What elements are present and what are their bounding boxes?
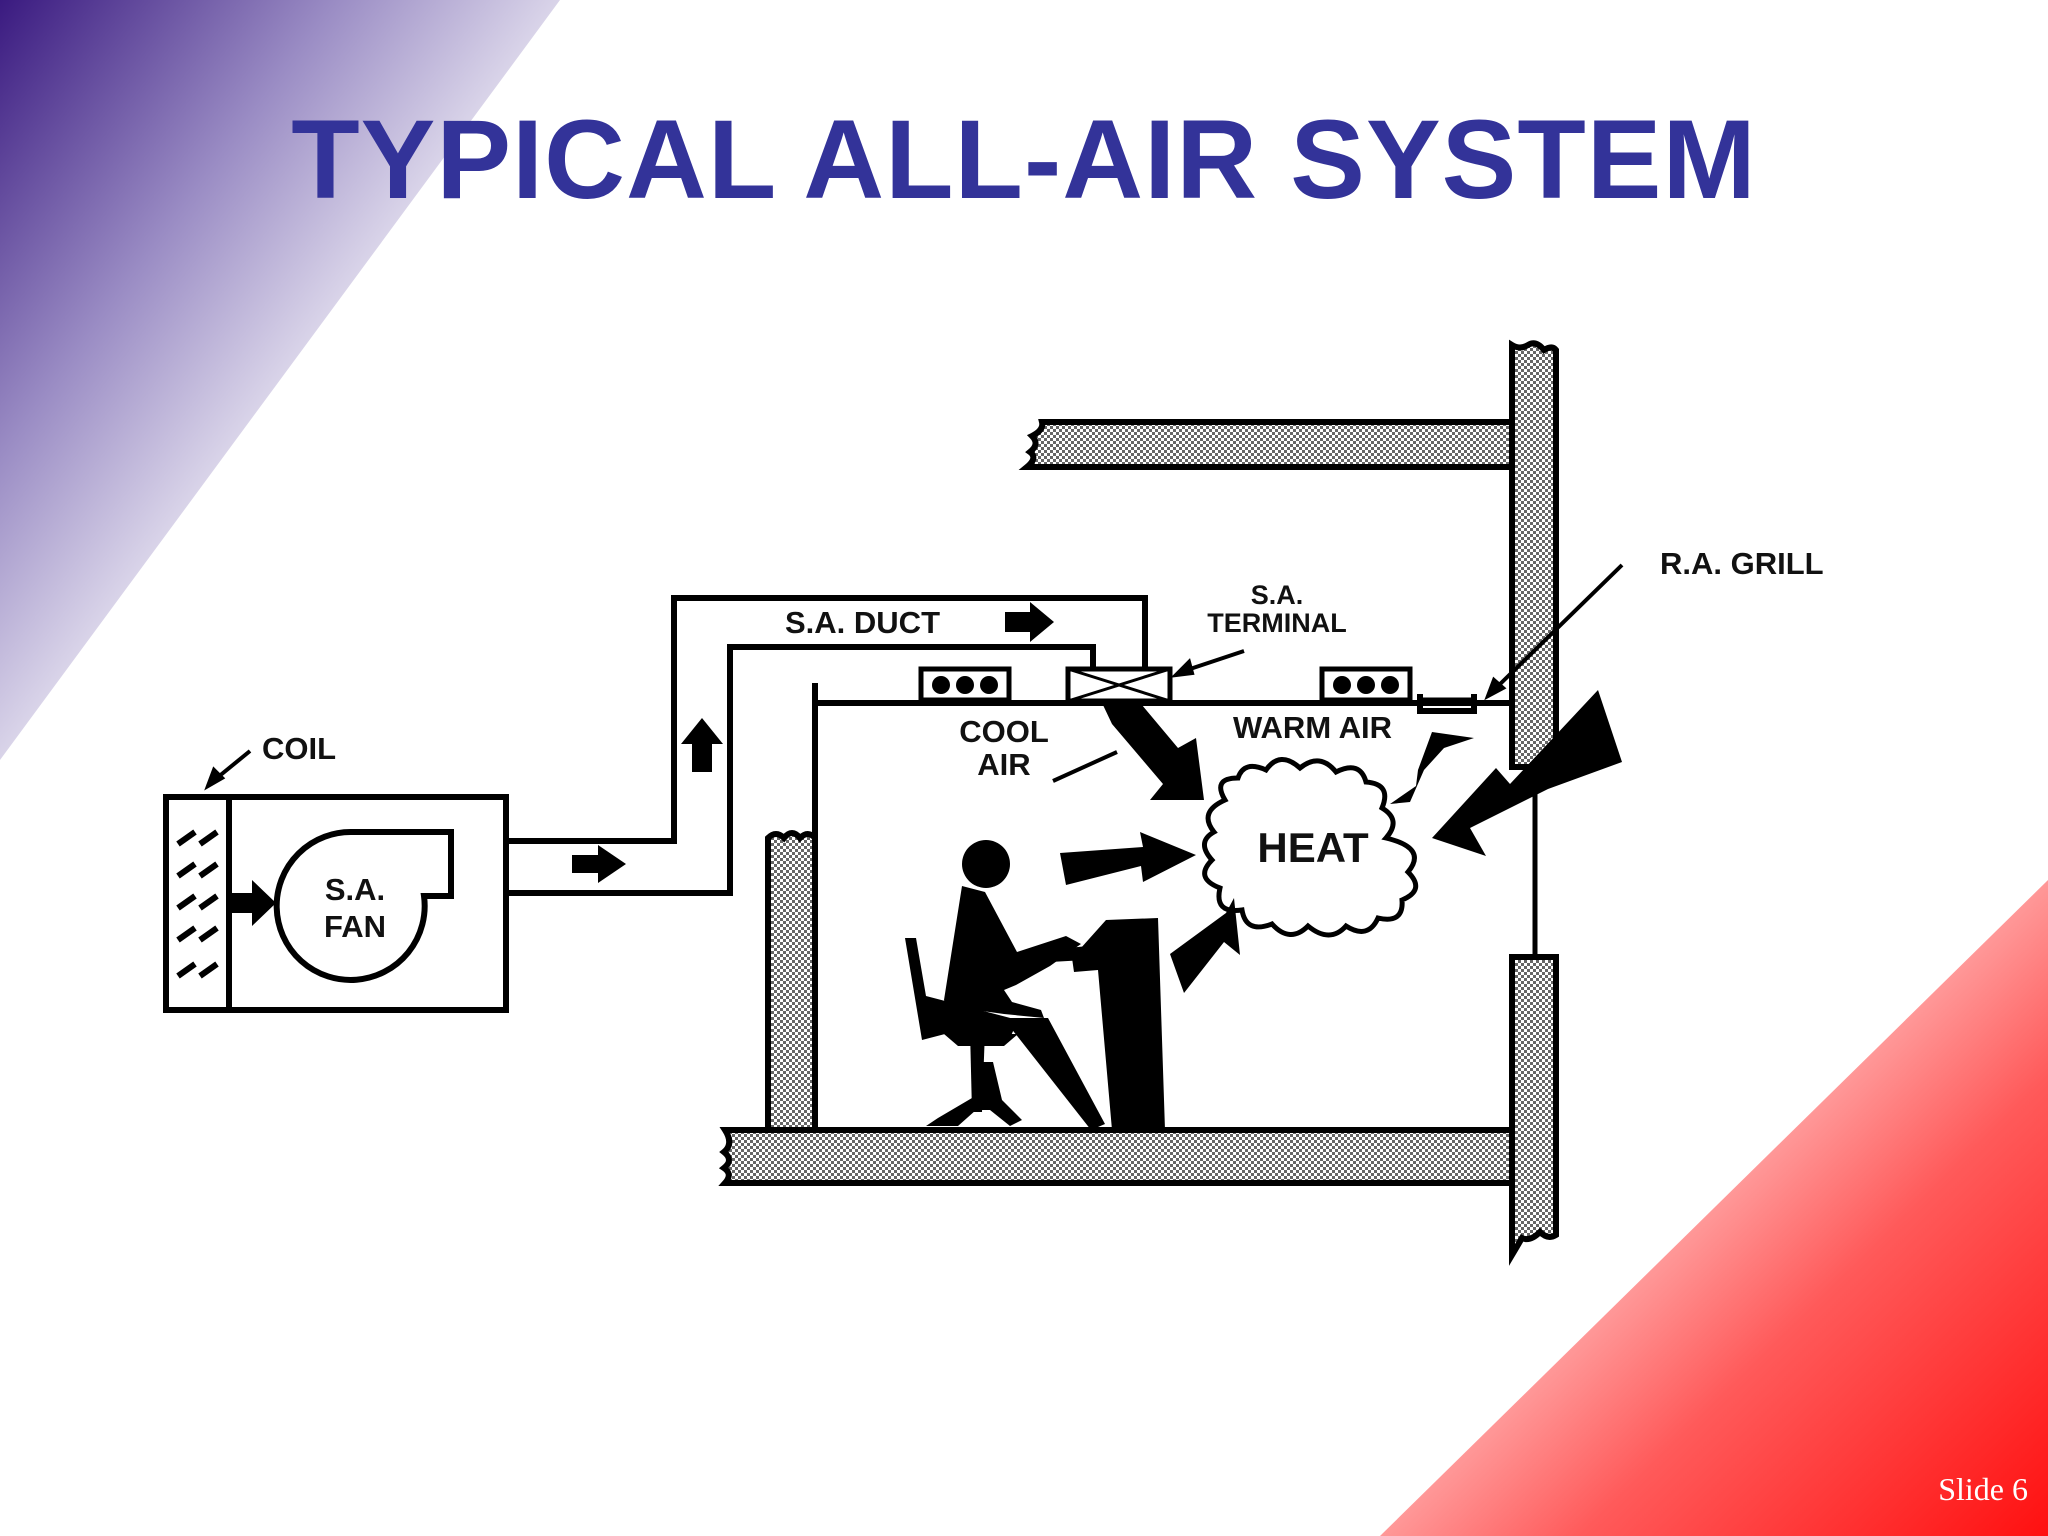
leader-lines (204, 563, 1624, 791)
cool-air-label-line1: COOL (959, 714, 1049, 749)
fan-label-line2: FAN (324, 909, 386, 944)
sa-terminal-label-line2: TERMINAL (1207, 608, 1346, 638)
fan-scroll (273, 828, 454, 983)
heat-cloud (1202, 757, 1419, 938)
occupant-figure (905, 840, 1105, 1130)
warm-air-label: WARM AIR (1233, 710, 1392, 745)
slide-title: TYPICAL ALL-AIR SYSTEM (291, 97, 1757, 222)
computer-desk (1048, 918, 1165, 1130)
duct-arrow-right (572, 845, 626, 883)
computer-heat-arrow (1170, 898, 1240, 993)
sa-terminal-label-line1: S.A. (1251, 580, 1304, 610)
duct-arrow-top (1005, 602, 1054, 642)
heat-arrows (1060, 690, 1622, 993)
warm-air-arrow (1390, 732, 1474, 804)
air-handling-unit (163, 794, 509, 1013)
cool-air-arrow (1103, 705, 1204, 800)
sa-duct-label: S.A. DUCT (785, 605, 940, 640)
coil-to-fan-arrow (232, 880, 276, 926)
light-fixture-right (1319, 666, 1413, 703)
duct-arrow-up (681, 718, 723, 772)
floor-slab (718, 1127, 1515, 1186)
right-wall-lower (1509, 954, 1559, 1266)
left-wall (765, 830, 818, 1133)
fan-label-line1: S.A. (325, 872, 385, 907)
ra-grill-label: R.A. GRILL (1660, 546, 1824, 581)
coil-fins (176, 829, 219, 979)
cool-air-label-line2: AIR (977, 747, 1030, 782)
right-wall-upper (1509, 339, 1559, 770)
slide-number: Slide 6 (1938, 1471, 2028, 1507)
supply-air-duct (506, 595, 1148, 896)
roof-slab (1018, 419, 1515, 470)
solar-heat-arrow (1432, 690, 1622, 856)
occupant-heat-arrow (1060, 832, 1196, 885)
coil-label: COIL (262, 731, 336, 766)
light-fixture-left (918, 666, 1012, 703)
sa-terminal-diffuser (1065, 666, 1173, 704)
heat-label: HEAT (1257, 824, 1369, 871)
building-structure (718, 339, 1559, 1266)
